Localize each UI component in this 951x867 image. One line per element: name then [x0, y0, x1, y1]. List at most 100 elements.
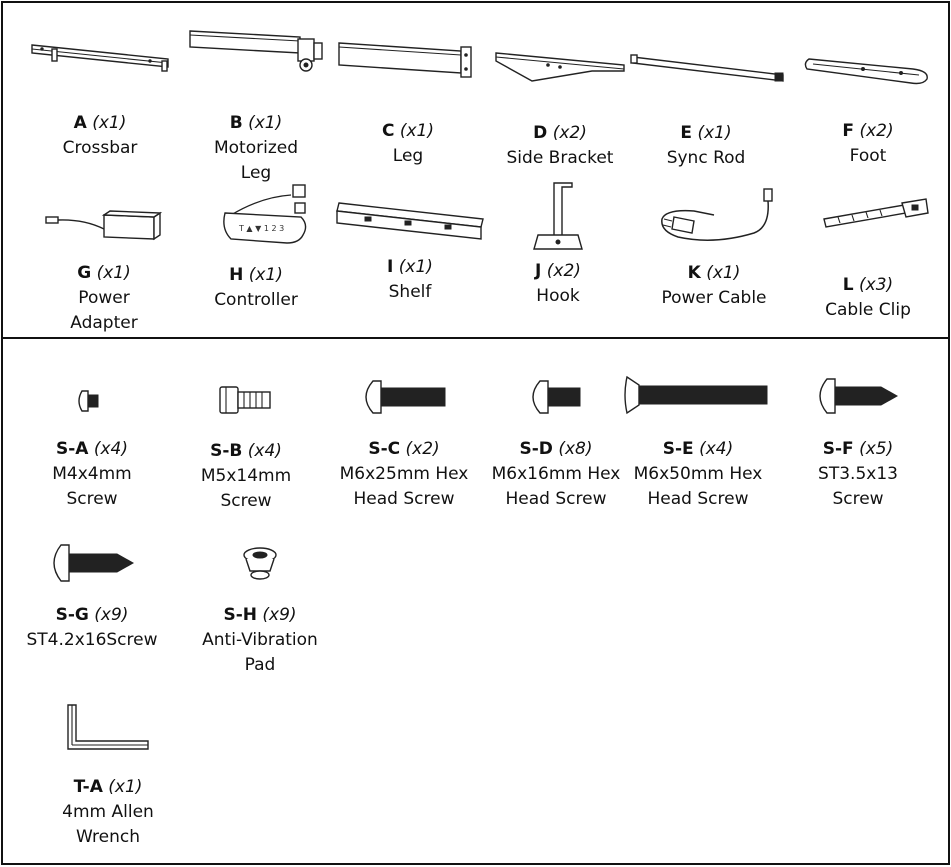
part-code: H: [229, 265, 244, 285]
part-qty: (x1): [248, 265, 283, 285]
m5x14-screw-icon: [219, 386, 271, 414]
hardware-code: S-B: [210, 441, 243, 461]
part-code: G: [77, 263, 92, 283]
hardware-code: S-G: [55, 605, 89, 625]
hardware-code: S-A: [55, 439, 89, 459]
hardware-name: M6x16mm Hex Head Screw: [491, 464, 621, 509]
part-e: E (x1) Sync Rod: [630, 51, 784, 171]
part-code: I: [387, 257, 394, 277]
hardware-name: M4x4mm Screw: [52, 464, 132, 509]
controller-icon: T ▲ ▼ 1 2 3: [223, 184, 307, 244]
hardware-s-h: S-H (x9) Anti-Vibration Pad: [185, 545, 335, 678]
part-qty: (x1): [248, 113, 283, 133]
part-qty: (x3): [859, 275, 894, 295]
tool-name: 4mm Allen Wrench: [62, 802, 154, 847]
part-qty: (x1): [398, 257, 433, 277]
hardware-qty: (x8): [558, 439, 593, 459]
part-a: A (x1) Crossbar: [25, 39, 175, 161]
leg-icon: [338, 42, 472, 78]
hardware-code: S-E: [662, 439, 694, 459]
part-code: A: [73, 113, 87, 133]
parts-panel: A (x1) Crossbar B (x1) Motorized Leg: [1, 1, 950, 339]
sync-rod-icon: [630, 54, 784, 82]
hardware-qty: (x5): [859, 439, 894, 459]
hardware-qty: (x9): [94, 605, 129, 625]
part-name: Motorized Leg: [213, 138, 299, 183]
hardware-qty: (x2): [405, 439, 440, 459]
part-j: J (x2) Hook: [483, 181, 633, 309]
hardware-qty: (x4): [93, 439, 129, 459]
hardware-code: S-H: [223, 605, 257, 625]
hardware-name: ST4.2x16Screw: [26, 630, 158, 650]
tool-code: T-A: [73, 777, 103, 797]
part-code: D: [533, 123, 548, 143]
hardware-code: S-F: [822, 439, 854, 459]
part-c: C (x1) Leg: [333, 41, 483, 169]
hardware-qty: (x9): [262, 605, 297, 625]
cable-clip-icon: [823, 198, 929, 228]
shelf-icon: [336, 202, 484, 240]
hardware-qty: (x4): [699, 439, 734, 459]
part-i: I (x1) Shelf: [335, 197, 485, 305]
part-name: Foot: [849, 146, 887, 166]
part-code: L: [842, 275, 854, 295]
part-f: F (x2) Foot: [793, 55, 943, 169]
hardware-s-d: S-D (x8) M6x16mm Hex Head Screw: [481, 379, 631, 512]
hardware-s-e: S-E (x4) M6x50mm Hex Head Screw: [623, 375, 773, 512]
part-name: Sync Rod: [666, 148, 746, 168]
tool-t-a: T-A (x1) 4mm Allen Wrench: [33, 703, 183, 850]
m6x25-hex-screw-icon: [365, 380, 446, 414]
part-b: B (x1) Motorized Leg: [181, 30, 331, 186]
hardware-code: S-C: [368, 439, 401, 459]
part-code: C: [381, 121, 395, 141]
part-d: D (x2) Side Bracket: [485, 51, 635, 171]
part-name: Power Adapter: [70, 288, 138, 333]
svg-text:T ▲ ▼ 1 2 3: T ▲ ▼ 1 2 3: [238, 224, 284, 233]
part-code: B: [229, 113, 243, 133]
part-qty: (x2): [546, 261, 581, 281]
hook-icon: [533, 182, 583, 250]
part-name: Crossbar: [62, 138, 138, 158]
m4x4-screw-icon: [78, 390, 99, 412]
hardware-name: M6x50mm Hex Head Screw: [633, 464, 763, 509]
part-name: Controller: [214, 290, 298, 310]
part-qty: (x1): [92, 113, 127, 133]
motorized-leg-icon: [189, 30, 323, 72]
part-name: Shelf: [388, 282, 432, 302]
part-qty: (x2): [859, 121, 894, 141]
m6x50-hex-screw-icon: [624, 375, 768, 415]
part-h: T ▲ ▼ 1 2 3 H (x1) Controller: [181, 179, 331, 313]
tool-qty: (x1): [108, 777, 143, 797]
part-qty: (x1): [399, 121, 435, 141]
hardware-qty: (x4): [247, 441, 282, 461]
part-name: Power Cable: [661, 288, 767, 308]
part-code: E: [680, 123, 693, 143]
power-cable-icon: [661, 188, 773, 241]
hardware-name: M6x25mm Hex Head Screw: [339, 464, 469, 509]
part-name: Side Bracket: [506, 148, 614, 168]
hardware-name: M5x14mm Screw: [200, 466, 292, 511]
m6x16-hex-screw-icon: [532, 380, 581, 414]
part-name: Leg: [392, 146, 424, 166]
hardware-name: Anti-Vibration Pad: [202, 630, 318, 675]
st4-2x16-screw-icon: [53, 544, 135, 582]
anti-vibration-pad-icon: [243, 547, 277, 580]
hardware-s-a: S-A (x4) M4x4mm Screw: [17, 389, 167, 512]
crossbar-icon: [31, 44, 169, 72]
side-bracket-icon: [495, 52, 625, 82]
part-name: Hook: [536, 286, 580, 306]
hardware-s-g: S-G (x9) ST4.2x16Screw: [17, 543, 167, 653]
part-l: L (x3) Cable Clip: [793, 198, 943, 323]
part-qty: (x2): [552, 123, 587, 143]
hardware-code: S-D: [519, 439, 553, 459]
part-name: Cable Clip: [825, 300, 911, 320]
allen-wrench-icon: [67, 704, 149, 750]
part-qty: (x1): [697, 123, 732, 143]
part-code: J: [535, 261, 542, 281]
hardware-panel: S-A (x4) M4x4mm Screw S-B (x4) M5x14mm S…: [1, 337, 950, 865]
hardware-s-f: S-F (x5) ST3.5x13 Screw: [783, 377, 933, 512]
part-qty: (x1): [706, 263, 741, 283]
part-code: K: [687, 263, 701, 283]
part-g: G (x1) Power Adapter: [29, 209, 179, 336]
